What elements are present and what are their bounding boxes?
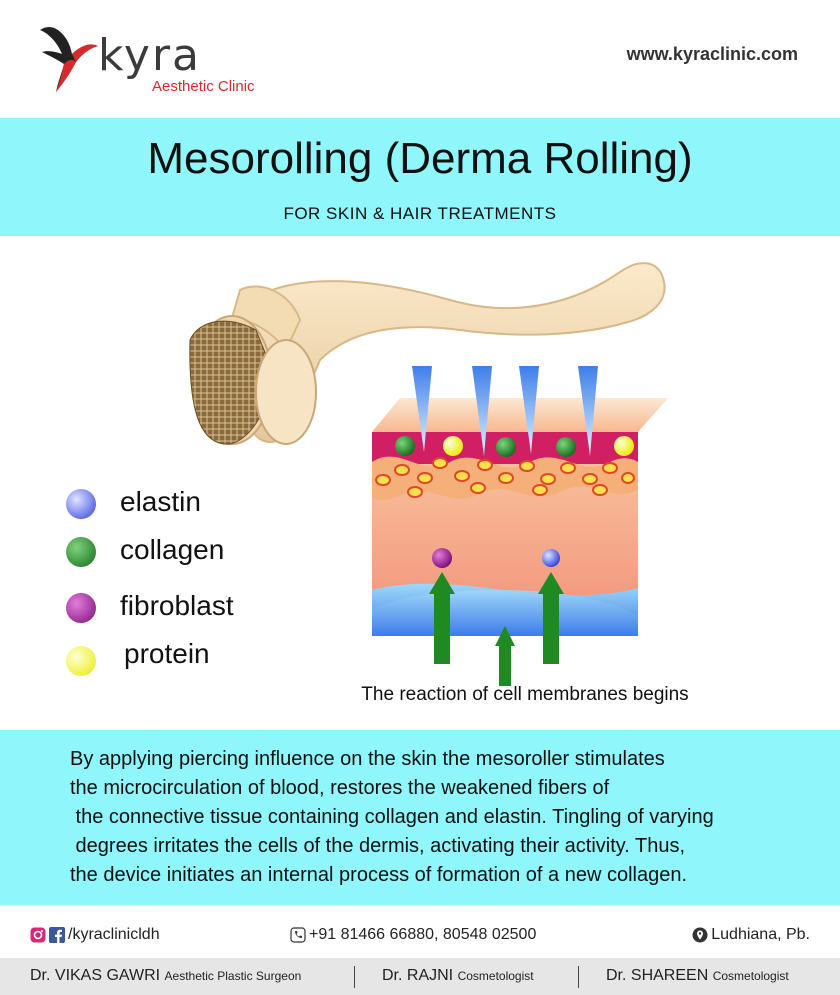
legend-label: collagen	[120, 534, 225, 565]
legend-label: fibroblast	[120, 590, 234, 621]
collagen-dot-icon	[66, 537, 96, 567]
reaction-arrows	[429, 548, 564, 686]
title-band: Mesorolling (Derma Rolling) FOR SKIN & H…	[0, 118, 840, 236]
doctor-shareen: Dr. SHAREEN Cosmetologist	[606, 967, 789, 985]
protein-dot-icon	[66, 646, 96, 676]
legend-item-protein: protein	[66, 636, 326, 676]
facebook-icon	[49, 926, 65, 943]
description-line: the microcirculation of blood, restores …	[70, 777, 610, 799]
instagram-icon	[30, 927, 46, 943]
website-link[interactable]: www.kyraclinic.com	[626, 44, 798, 64]
doctor-name: Dr. SHAREEN	[606, 967, 709, 984]
doctor-role: Cosmetologist	[712, 969, 789, 983]
location-text: Ludhiana, Pb.	[711, 926, 810, 943]
brand-name: kyra	[98, 30, 202, 81]
social-handle[interactable]: /kyraclinicldh	[30, 926, 160, 944]
description-line: By applying piercing influence on the sk…	[70, 748, 665, 770]
brand-logo[interactable]: kyra Aesthetic Clinic	[36, 24, 296, 104]
description-line: the device initiates an internal process…	[70, 864, 688, 886]
doctor-vikas-gawri: Dr. VIKAS GAWRI Aesthetic Plastic Surgeo…	[30, 967, 301, 985]
illustration-caption: The reaction of cell membranes begins	[361, 684, 689, 705]
dermis-cells	[375, 457, 635, 498]
derma-roller	[189, 262, 666, 445]
doctor-name: Dr. VIKAS GAWRI	[30, 967, 161, 984]
contact-row: /kyraclinicldh +91 81466 66880, 80548 02…	[0, 922, 840, 952]
bird-logo-icon	[40, 27, 98, 92]
social-handle-text: /kyraclinicldh	[68, 926, 160, 943]
doctor-band: Dr. VIKAS GAWRI Aesthetic Plastic Surgeo…	[0, 958, 840, 995]
surface-molecules	[395, 436, 634, 457]
location-pin-icon	[692, 927, 708, 943]
divider	[354, 966, 355, 988]
skin-cross-section	[372, 398, 668, 636]
header: kyra Aesthetic Clinic www.kyraclinic.com	[0, 0, 840, 118]
doctor-role: Cosmetologist	[457, 969, 534, 983]
phone-icon	[290, 927, 306, 943]
doctor-name: Dr. RAJNI	[382, 967, 454, 984]
legend-item-collagen: collagen	[66, 532, 326, 572]
doctor-role: Aesthetic Plastic Surgeon	[164, 969, 302, 983]
doctor-rajni: Dr. RAJNI Cosmetologist	[382, 967, 534, 985]
micro-needles	[412, 366, 598, 456]
legend-label: elastin	[120, 486, 201, 517]
description-band: By applying piercing influence on the sk…	[0, 730, 840, 905]
legend-item-fibroblast: fibroblast	[66, 588, 326, 628]
phone-text: +91 81466 66880, 80548 02500	[309, 926, 537, 943]
derma-roller-illustration	[189, 262, 668, 686]
brand-tagline: Aesthetic Clinic	[152, 78, 255, 95]
location: Ludhiana, Pb.	[692, 926, 810, 944]
page-title: Mesorolling (Derma Rolling)	[147, 134, 693, 183]
legend-label: protein	[124, 638, 210, 669]
page-subtitle: FOR SKIN & HAIR TREATMENTS	[283, 204, 557, 223]
divider	[578, 966, 579, 988]
description-line: degrees irritates the cells of the dermi…	[70, 835, 686, 857]
legend-item-elastin: elastin	[66, 484, 326, 524]
molecule-legend: elastin collagen fibroblast protein	[66, 484, 326, 684]
phone-numbers[interactable]: +91 81466 66880, 80548 02500	[290, 926, 536, 944]
description-line: the connective tissue containing collage…	[70, 806, 714, 828]
elastin-dot-icon	[66, 489, 96, 519]
fibroblast-dot-icon	[66, 593, 96, 623]
